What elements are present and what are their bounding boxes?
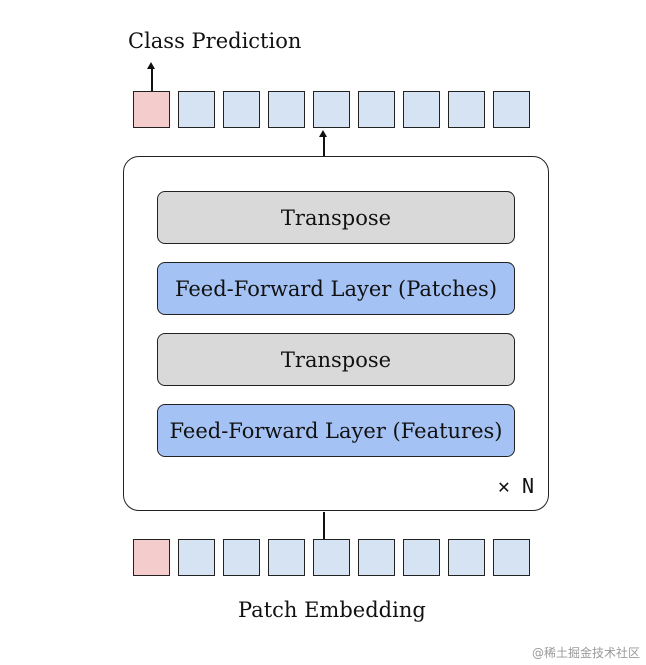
output-token-row [133,91,530,129]
output-patch-token [358,91,395,128]
block-output-arrow-head [319,130,327,137]
output-patch-token [313,91,350,128]
class-prediction-arrow [151,68,153,91]
input-patch-token [223,539,260,576]
input-token-row [133,539,530,577]
patch-embedding-label: Patch Embedding [238,598,426,622]
input-patch-token [403,539,440,576]
input-patch-token [178,539,215,576]
output-patch-token [448,91,485,128]
input-patch-token [448,539,485,576]
input-patch-token [313,539,350,576]
block-output-arrow [323,135,325,156]
transpose-layer: Transpose [157,191,515,244]
input-patch-token [493,539,530,576]
mixer-block: Transpose Feed-Forward Layer (Patches) T… [123,156,549,511]
transpose-layer: Transpose [157,333,515,386]
repeat-n-label: ✕ N [497,474,534,498]
block-input-line [323,512,325,539]
feed-forward-patches-layer: Feed-Forward Layer (Patches) [157,262,515,315]
input-patch-token [268,539,305,576]
input-patch-token [358,539,395,576]
watermark: @稀土掘金技术社区 [531,646,640,660]
class-prediction-arrow-head [147,62,155,69]
output-patch-token [268,91,305,128]
output-patch-token [178,91,215,128]
class-prediction-label: Class Prediction [128,29,302,53]
output-patch-token [493,91,530,128]
output-patch-token [223,91,260,128]
feed-forward-features-layer: Feed-Forward Layer (Features) [157,404,515,457]
output-class-token [133,91,170,128]
input-class-token [133,539,170,576]
output-patch-token [403,91,440,128]
